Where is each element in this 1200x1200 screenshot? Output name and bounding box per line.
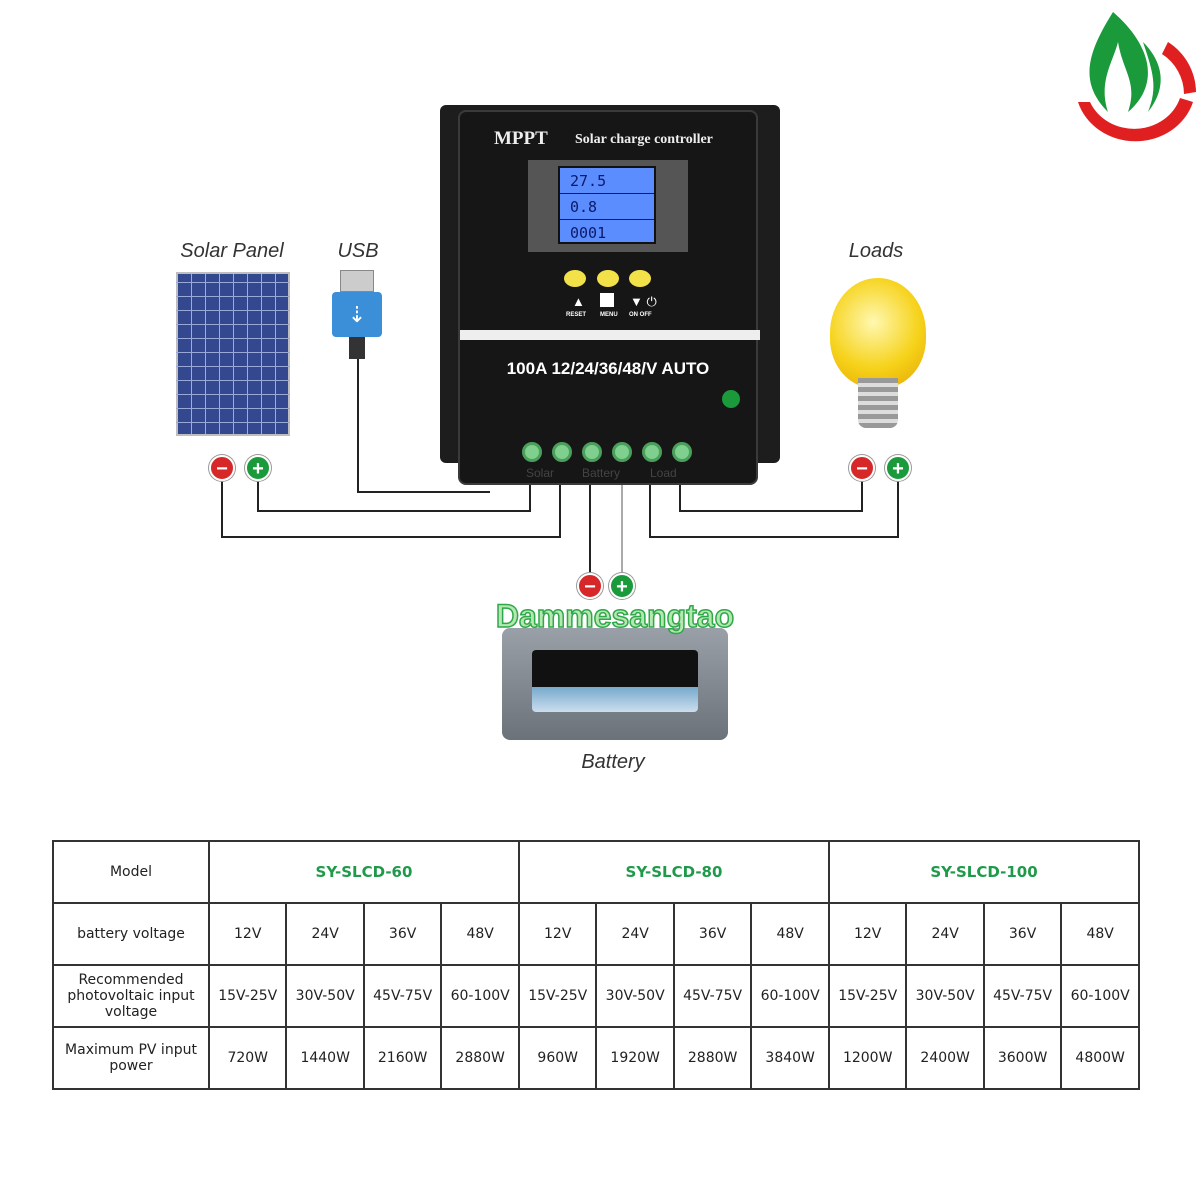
load-positive-icon: +: [885, 455, 911, 481]
solar-neg-terminal: [552, 442, 572, 462]
reset-label: RESET: [566, 312, 587, 318]
solar-positive-icon: +: [245, 455, 271, 481]
table-cell: 24V: [595, 902, 675, 966]
load-pos-terminal: [642, 442, 662, 462]
onoff-label: ON OFF: [629, 312, 652, 318]
onoff-button[interactable]: [629, 270, 651, 287]
solar-panel-grid: [176, 272, 290, 436]
table-row: Model SY-SLCD-60 SY-SLCD-80 SY-SLCD-100: [52, 840, 1141, 904]
model-cell: SY-SLCD-60: [208, 840, 520, 904]
battery-negative-icon: −: [577, 573, 603, 599]
battery-pos-terminal: [582, 442, 602, 462]
divider-strip: [460, 330, 760, 340]
solar-terminal-label: Solar: [526, 466, 555, 480]
battery-neg-terminal: [612, 442, 632, 462]
table-cell: 2880W: [672, 1026, 753, 1090]
table-cell: 3840W: [750, 1026, 830, 1090]
table-cell: 1920W: [595, 1026, 675, 1090]
table-cell: 48V: [440, 902, 520, 966]
table-cell: 45V-75V: [672, 964, 753, 1028]
table-cell: 36V: [362, 902, 443, 966]
brand-logo: [1078, 12, 1196, 142]
watermark: Dammesangtao: [495, 597, 735, 635]
table-cell: 48V: [1060, 902, 1140, 966]
battery-positive-icon: +: [609, 573, 635, 599]
table-cell: 960W: [517, 1026, 598, 1090]
load-terminal-label: Load: [650, 466, 677, 480]
table-cell: 60-100V: [1060, 964, 1140, 1028]
menu-icon: [600, 293, 614, 307]
battery-label: Battery: [581, 751, 645, 773]
table-cell: 36V: [672, 902, 753, 966]
model-cell: SY-SLCD-100: [827, 840, 1141, 904]
light-bulb-image: [830, 278, 926, 438]
table-cell: 30V-50V: [905, 964, 985, 1028]
table-cell: 3600W: [982, 1026, 1063, 1090]
row-header: battery voltage: [52, 902, 210, 966]
up-arrow-icon: ▲: [572, 294, 585, 309]
table-cell: 1440W: [285, 1026, 365, 1090]
table-cell: 12V: [827, 902, 908, 966]
qc-pass-sticker: [722, 390, 740, 408]
row-header: Model: [52, 840, 210, 904]
table-cell: 15V-25V: [207, 964, 288, 1028]
spec-table: Model SY-SLCD-60 SY-SLCD-80 SY-SLCD-100 …: [52, 840, 1141, 1090]
table-cell: 720W: [207, 1026, 288, 1090]
table-cell: 4800W: [1060, 1026, 1140, 1090]
rating-text: 100A 12/24/36/48/V AUTO: [506, 359, 710, 378]
table-cell: 30V-50V: [285, 964, 365, 1028]
model-cell: SY-SLCD-80: [517, 840, 830, 904]
loads-label: Loads: [848, 240, 904, 262]
table-cell: 24V: [285, 902, 365, 966]
battery-image: [502, 628, 728, 740]
load-negative-icon: −: [849, 455, 875, 481]
table-cell: 24V: [905, 902, 985, 966]
table-cell: 60-100V: [750, 964, 830, 1028]
menu-button[interactable]: [597, 270, 619, 287]
menu-label: MENU: [600, 312, 618, 318]
table-cell: 45V-75V: [362, 964, 443, 1028]
table-cell: 15V-25V: [827, 964, 908, 1028]
table-cell: 60-100V: [440, 964, 520, 1028]
brand-text: MPPT: [494, 128, 548, 149]
row-header: Recommended photovoltaic input voltage: [52, 964, 210, 1028]
solar-panel-label: Solar Panel: [180, 240, 284, 262]
down-arrow-icon: ▼ ⏻: [630, 294, 657, 309]
table-cell: 45V-75V: [982, 964, 1063, 1028]
table-cell: 12V: [207, 902, 288, 966]
battery-terminal-label: Battery: [582, 466, 621, 480]
table-cell: 36V: [982, 902, 1063, 966]
product-name: Solar charge controller: [575, 132, 713, 147]
charge-controller: MPPT Solar charge controller 27.5 0.8 00…: [440, 105, 780, 485]
solar-negative-icon: −: [209, 455, 235, 481]
table-cell: 15V-25V: [517, 964, 598, 1028]
usb-label: USB: [337, 240, 379, 262]
lcd-display: 27.5 0.8 0001: [528, 160, 688, 252]
table-row: Recommended photovoltaic input voltage 1…: [52, 964, 1140, 1028]
solar-pos-terminal: [522, 442, 542, 462]
table-cell: 2160W: [362, 1026, 443, 1090]
table-cell: 1200W: [827, 1026, 908, 1090]
lcd-current: 0.8: [560, 194, 654, 220]
lcd-counter: 0001: [570, 224, 607, 242]
table-cell: 30V-50V: [595, 964, 675, 1028]
row-header: Maximum PV input power: [52, 1026, 210, 1090]
lcd-voltage: 27.5: [560, 168, 654, 194]
table-cell: 48V: [750, 902, 830, 966]
load-neg-terminal: [672, 442, 692, 462]
table-cell: 12V: [517, 902, 598, 966]
table-cell: 2880W: [440, 1026, 520, 1090]
reset-button[interactable]: [564, 270, 586, 287]
usb-plug-icon: ⇣: [332, 270, 382, 360]
table-cell: 2400W: [905, 1026, 985, 1090]
